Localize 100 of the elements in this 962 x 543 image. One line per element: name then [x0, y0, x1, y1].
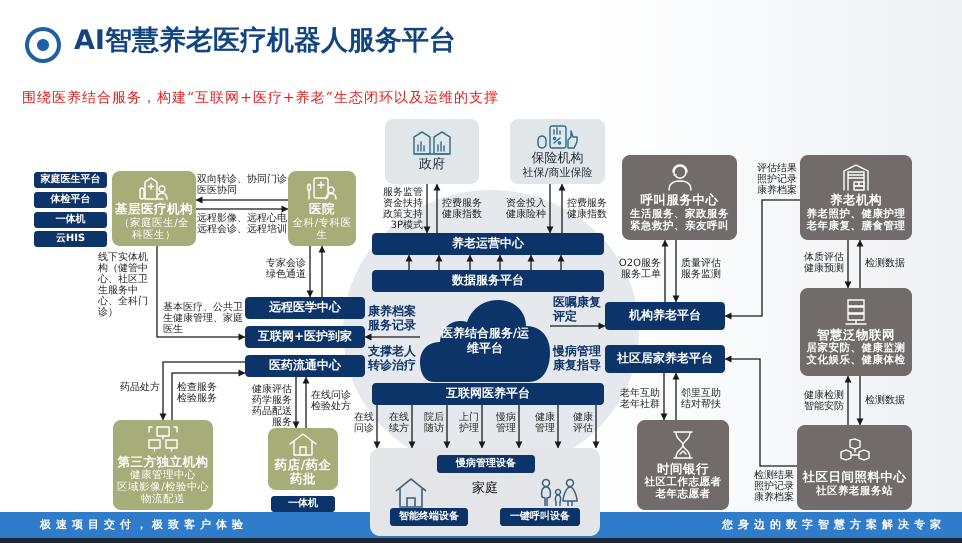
- edge-label: 健康评估: [573, 412, 594, 434]
- edge-label: 体质评估健康预测: [803, 252, 844, 274]
- slogan-text: 极速项目交付，极致客户体验: [40, 517, 249, 532]
- node-text: 全科/专科医生: [292, 216, 352, 241]
- node-title: 智慧泛物联网: [817, 328, 895, 342]
- edge-label: 检查服务检验服务: [177, 382, 218, 404]
- edge-label: 上门护理: [459, 412, 480, 434]
- institution-card: [112, 171, 196, 246]
- node-text: 物流配送: [141, 493, 185, 506]
- platform-tag: 家庭医生平台: [34, 172, 107, 188]
- arrow: [592, 405, 600, 448]
- platform-bar: 数据服务平台: [372, 270, 604, 292]
- arrow: [302, 376, 310, 428]
- edge-label: 健康管理: [535, 412, 556, 434]
- edge-label: 慢病管理: [496, 412, 517, 434]
- arrow: [550, 322, 606, 330]
- node-text: 健康管理中心: [130, 469, 196, 482]
- service-card: [800, 288, 912, 376]
- edge-label: 服务监管资金扶持政策支持3P模式: [382, 187, 423, 231]
- home-panel: [370, 448, 600, 536]
- edge-label: 健康检测智能安防: [803, 390, 844, 412]
- arrow: [306, 246, 314, 298]
- arrow: [724, 199, 800, 320]
- arrow: [844, 376, 852, 425]
- arrow: [424, 184, 430, 234]
- arrow: [660, 373, 668, 420]
- edge-label: 评估结果照护记录康养档案: [757, 163, 798, 196]
- edge-label: 控费服务健康指数: [567, 198, 608, 220]
- node-title: 时间银行: [657, 462, 709, 476]
- edge-label: 药品处方: [119, 382, 160, 393]
- node-text: 居家安防、健康监测文化娱乐、健康体检: [806, 342, 906, 366]
- node-text: 社区养老服务站: [816, 484, 893, 497]
- arrow: [444, 405, 450, 448]
- edge-label: 控费服务健康指数: [442, 198, 483, 220]
- arrow: [434, 184, 440, 233]
- arrow: [558, 184, 566, 233]
- node-title: 呼叫服务中心: [640, 193, 718, 208]
- arrow: [662, 240, 668, 302]
- institution-card: [268, 428, 338, 490]
- arrow: [856, 240, 864, 288]
- edge-label: 在线问诊检验处方: [311, 390, 352, 412]
- platform-bar: 机构养老平台: [605, 302, 725, 330]
- edge-label: 院后随访: [424, 412, 445, 434]
- service-card: [800, 155, 912, 240]
- edge-label: 检测结果照护记录康养档案: [754, 470, 795, 503]
- edge-label: 远程影像、远程心电远程会诊、远程培训: [197, 213, 287, 235]
- edge-label: 健康评估药学服务药品配送服务: [251, 384, 292, 428]
- arrow: [478, 405, 486, 448]
- node-title: 基层医疗机构: [115, 202, 193, 217]
- subtitle: 围绕医养结合服务，构建“互联网+医疗+养老”生态闭环以及运维的支撑: [22, 89, 500, 107]
- service-card: [797, 425, 912, 510]
- arrow: [856, 376, 864, 426]
- edge-label: 在线续方: [389, 412, 410, 434]
- arrow: [724, 356, 797, 467]
- platform-tag: 一体机: [34, 212, 107, 228]
- edge-label: 老年互助老年社群: [619, 388, 660, 410]
- platform-bar: 社区居家养老平台: [605, 345, 725, 373]
- arrow: [318, 246, 326, 297]
- flow-note: 慢病管理康复指导: [553, 344, 602, 372]
- node-title: 药店/药企药批: [274, 458, 332, 486]
- flow-note: 医嘱康复评定: [553, 295, 602, 323]
- edge-label: 基本医疗、公共卫生健康管理、家庭医生: [163, 302, 244, 335]
- flow-note: 支撑老人转诊治疗: [368, 344, 417, 372]
- arrow: [844, 240, 852, 288]
- node-title: 养老机构: [830, 193, 882, 208]
- arrow: [160, 361, 245, 420]
- arrow: [516, 405, 522, 448]
- node-title: 政府: [419, 158, 445, 173]
- arrow: [558, 254, 564, 270]
- page-title: AI智慧养老医疗机器人服务平台: [74, 24, 456, 58]
- node-text: 社区工作志愿者老年志愿者: [643, 476, 722, 500]
- arrow: [496, 254, 504, 270]
- arrow: [364, 334, 420, 340]
- arrow: [292, 377, 300, 428]
- edge-label: 质量评估服务监测: [681, 258, 722, 280]
- institution-card: [385, 119, 479, 184]
- platform-tag: 慢病管理设备: [437, 455, 535, 473]
- arrow: [374, 405, 380, 448]
- arrow: [528, 254, 534, 270]
- slogan-text: 您身边的数字智慧方案解决专家: [722, 517, 947, 532]
- edge-label: 邻里互助结对帮扶: [681, 388, 722, 410]
- edge-label: O2O服务服务工单: [618, 258, 661, 280]
- platform-bar: 互联网医养平台: [372, 383, 604, 405]
- platform-tag: 体检平台: [34, 192, 107, 208]
- arrow: [156, 246, 246, 340]
- platform-bar: 医药流通中心: [245, 355, 365, 377]
- arrow: [406, 254, 412, 270]
- platform-tag: 一键呼叫设备: [500, 508, 580, 526]
- node-text: 生活服务、家政服务紧急救护、亲友呼叫: [628, 208, 730, 232]
- edge-label: 资金投入健康险种: [505, 198, 546, 220]
- edge-label: 专家会诊绿色通道: [265, 258, 306, 280]
- arrow: [408, 405, 416, 448]
- platform-bar: 远程医学中心: [245, 297, 365, 319]
- node-text: 社保/商业保险: [522, 166, 592, 180]
- platform-bar: 互联网+医护到家: [245, 326, 365, 348]
- arrow: [171, 370, 246, 420]
- arrow: [546, 184, 554, 234]
- arrow: [672, 240, 680, 302]
- node-title: 保险机构: [532, 152, 584, 166]
- arrow: [466, 254, 474, 270]
